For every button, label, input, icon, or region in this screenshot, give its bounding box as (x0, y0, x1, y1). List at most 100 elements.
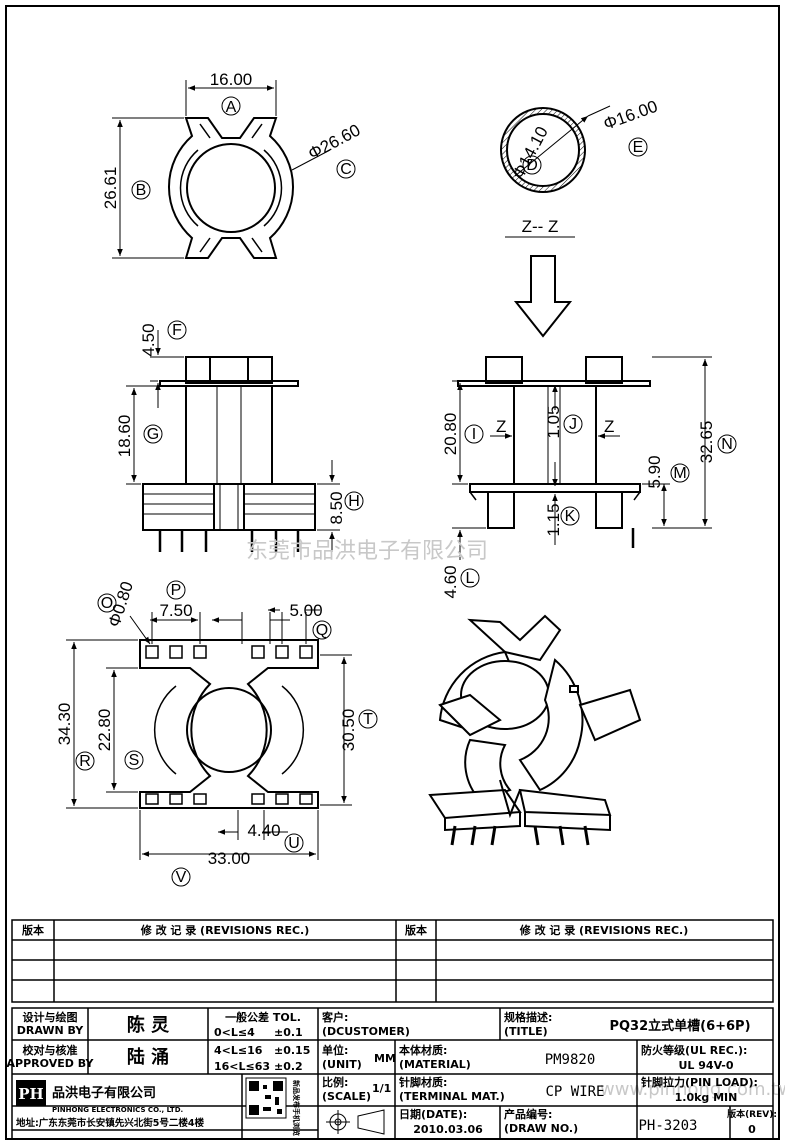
label-q: Q (316, 622, 328, 639)
watermark-url: www.pinhong.com.tw (600, 1079, 785, 1100)
label-s: S (129, 752, 140, 769)
tol-val-1: ±0.1 (274, 1026, 303, 1039)
dim-v: 33.00 (208, 849, 251, 868)
label-j: J (569, 416, 577, 433)
front-view-dims (126, 320, 364, 552)
label-k: K (565, 508, 576, 525)
section-z-left: Z (496, 417, 506, 436)
rev-label: 版本(REV): (726, 1108, 777, 1120)
dim-q: 5.00 (289, 601, 322, 620)
dim-j: 1.05 (544, 405, 563, 438)
dim-e: Φ16.00 (601, 97, 660, 134)
dim-c: Φ26.60 (305, 120, 363, 163)
dim-b: 26.61 (101, 167, 120, 210)
section-title: Z-- Z (522, 217, 559, 236)
customer-label-cn: 客户: (321, 1010, 348, 1024)
date-value: 2010.03.06 (413, 1123, 483, 1136)
revision-table (11, 919, 774, 1003)
dim-s: 22.80 (95, 709, 114, 752)
ul-value: UL 94V-0 (678, 1059, 733, 1072)
tol-range-1: 0<L≤4 (214, 1026, 255, 1039)
check-label-en: APPROVED BY (7, 1057, 95, 1070)
drawno-label-cn: 产品编号: (504, 1107, 552, 1121)
dim-l: 4.60 (441, 565, 460, 598)
dim-n: 32.65 (697, 421, 716, 464)
label-r: R (79, 753, 91, 770)
material-label-en: (MATERIAL) (399, 1058, 471, 1071)
pinload-label: 针脚拉力(PIN LOAD): (641, 1075, 758, 1089)
unit-value: MM (374, 1052, 396, 1065)
title-value: PQ32立式单槽(6+6P) (609, 1018, 750, 1034)
dim-i: 20.80 (441, 413, 460, 456)
tube-section (500, 105, 648, 338)
dim-f: 4.50 (139, 323, 158, 356)
bottom-view-dims (66, 580, 378, 887)
label-n: N (721, 436, 733, 453)
drawno-value: PH-3203 (638, 1118, 697, 1134)
top-view-dims (112, 80, 356, 259)
rev-col-record-left: 修 改 记 录 (REVISIONS REC.) (140, 923, 310, 937)
company-name-en: PINHONG ELECTRONICS CO., LTD. (52, 1106, 183, 1114)
bottom-view (139, 639, 319, 809)
title-label-en: (TITLE) (504, 1025, 548, 1038)
watermark-company: 东莞市品洪电子有限公司 (246, 539, 488, 564)
side-view-dims (452, 356, 737, 588)
pinload-value: 1.0kg MIN (675, 1091, 738, 1104)
rev-col-version-right: 版本 (405, 923, 427, 937)
svg-text:PH: PH (18, 1085, 43, 1103)
dim-a: 16.00 (210, 70, 253, 89)
dim-m: 5.90 (645, 455, 664, 488)
dim-r: 34.30 (55, 703, 74, 746)
title-label-cn: 规格描述: (504, 1010, 552, 1024)
tol-range-3: 16<L≤63 (214, 1060, 270, 1073)
label-o: O (101, 595, 113, 612)
label-e: E (633, 139, 644, 156)
label-g: G (147, 426, 159, 443)
tol-range-2: 4<L≤16 (214, 1044, 263, 1057)
tol-val-2: ±0.15 (274, 1044, 310, 1057)
top-view (168, 117, 294, 259)
rev-col-version-left: 版本 (22, 923, 44, 937)
label-m: M (673, 465, 686, 482)
unit-label-cn: 单位: (322, 1043, 348, 1057)
label-d: D (526, 157, 538, 174)
rev-value: 0 (748, 1123, 756, 1136)
drawno-label-en: (DRAW NO.) (504, 1122, 578, 1135)
terminal-label-cn: 针脚材质: (399, 1075, 447, 1089)
section-z-right: Z (604, 417, 614, 436)
label-c: C (340, 161, 352, 178)
customer-label-en: (DCUSTOMER) (322, 1025, 410, 1038)
dim-p: 7.50 (159, 601, 192, 620)
tol-val-3: ±0.2 (274, 1060, 303, 1073)
qr-note: 新品发布手机浏览 (292, 1080, 301, 1136)
check-label-cn: 校对与核准 (23, 1043, 78, 1057)
label-h: H (348, 493, 360, 510)
scale-label-en: (SCALE) (322, 1090, 371, 1103)
terminal-value: CP WIRE (545, 1084, 604, 1100)
design-label-cn: 设计与绘图 (23, 1010, 78, 1024)
material-value: PM9820 (545, 1052, 596, 1068)
dim-k: 1.15 (544, 503, 563, 536)
label-b: B (136, 182, 147, 199)
isometric-view (428, 614, 642, 846)
label-f: F (172, 322, 182, 339)
label-a: A (226, 99, 237, 116)
material-label-cn: 本体材质: (399, 1043, 447, 1057)
designer-name: 陈 灵 (127, 1014, 170, 1036)
rev-col-record-right: 修 改 记 录 (REVISIONS REC.) (519, 923, 689, 937)
dim-g: 18.60 (115, 415, 134, 458)
dim-h: 8.50 (327, 491, 346, 524)
label-l: L (466, 570, 475, 587)
design-label-en: DRAWN BY (17, 1024, 85, 1037)
checker-name: 陆 涌 (127, 1046, 169, 1068)
company-logo: PH (16, 1080, 46, 1106)
label-t: T (363, 711, 373, 728)
label-u: U (288, 835, 300, 852)
label-i: I (472, 426, 476, 443)
company-address: 地址:广东东莞市长安镇先兴北街5号二楼4楼 (16, 1117, 205, 1129)
scale-label-cn: 比例: (322, 1075, 348, 1089)
terminal-label-en: (TERMINAL MAT.) (399, 1090, 505, 1103)
label-v: V (176, 869, 187, 886)
projection-symbol-icon (326, 1109, 385, 1135)
